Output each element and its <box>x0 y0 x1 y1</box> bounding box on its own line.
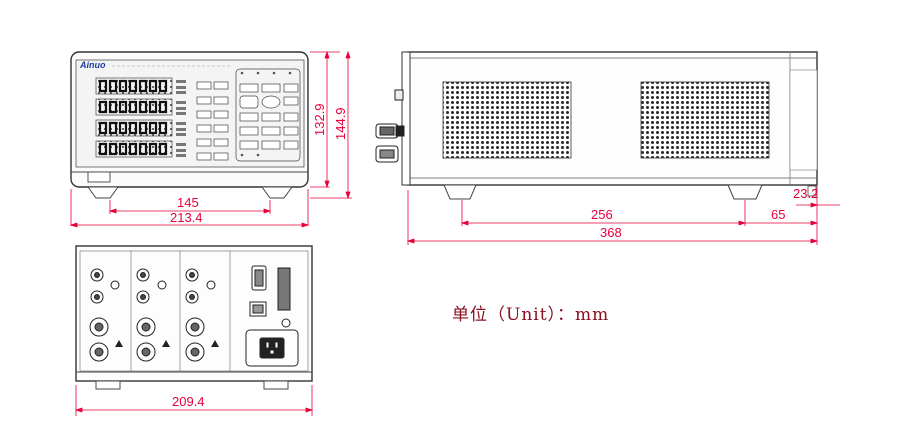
rear-view <box>75 245 313 390</box>
dim-side-foot-offset: 23.2 <box>793 186 818 201</box>
side-view <box>375 51 818 200</box>
side-vent-left <box>442 81 572 159</box>
side-terminals <box>375 89 405 163</box>
side-foot-front <box>443 184 477 200</box>
dim-front-height-outer: 144.9 <box>333 107 348 140</box>
rear-dimensions <box>74 385 314 416</box>
dim-rear-width: 209.4 <box>172 394 205 409</box>
front-dimensions <box>69 50 352 228</box>
rear-connectors <box>89 268 216 362</box>
rear-foot-left <box>95 380 121 390</box>
dim-front-width-inner: 145 <box>177 195 199 210</box>
unit-label: 单位（Unit）：mm <box>452 305 610 325</box>
rear-foot-right <box>263 380 289 390</box>
rear-power-module <box>245 265 299 367</box>
front-foot-left <box>87 186 119 199</box>
dim-side-rear-span: 65 <box>771 207 785 222</box>
dim-side-depth: 368 <box>600 225 622 240</box>
brand-logo: Ainuo <box>79 60 106 70</box>
side-foot-rear <box>727 184 763 200</box>
dim-side-foot-span: 256 <box>591 207 613 222</box>
dim-front-width-outer: 213.4 <box>170 210 203 225</box>
side-dimensions <box>406 186 840 245</box>
dim-front-height-inner: 132.9 <box>312 103 327 136</box>
front-keypad <box>196 68 301 162</box>
front-foot-right <box>261 186 293 199</box>
display-rows <box>95 77 186 158</box>
side-vent-right <box>640 81 770 159</box>
front-view: Ainuo <box>70 51 309 199</box>
